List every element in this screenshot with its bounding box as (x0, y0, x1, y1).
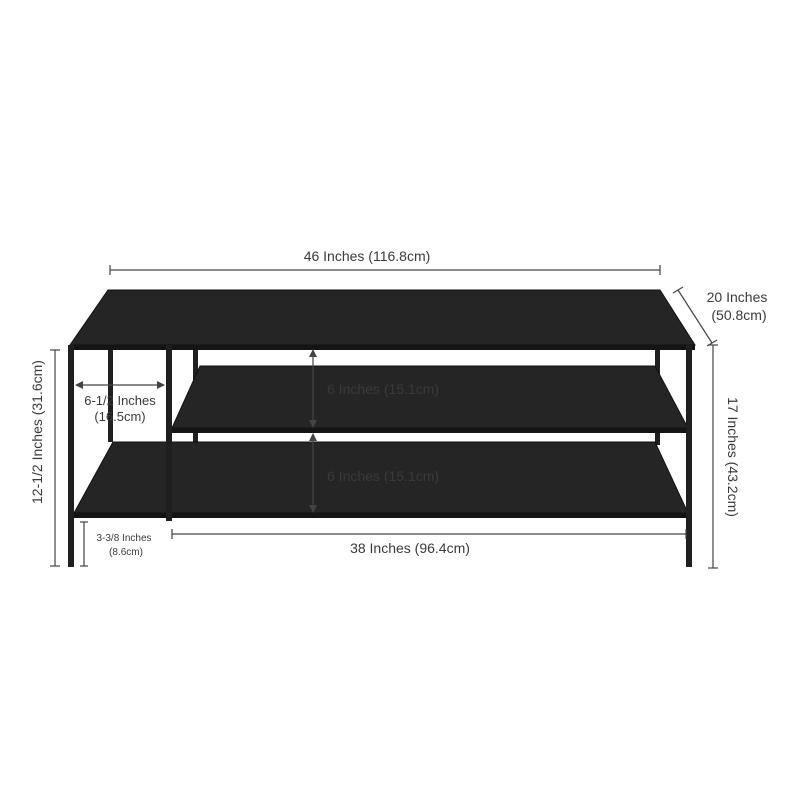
tv-stand-illustration (68, 289, 696, 567)
depth-dimension-line (677, 289, 713, 344)
depth-tick-top (672, 286, 684, 294)
upper-gap-label: 6 Inches (15.1cm) (327, 381, 439, 397)
inner-width-label: 38 Inches (96.4cm) (350, 540, 470, 556)
middle-shelf-edge (172, 428, 688, 433)
depth-label-line1: 20 Inches (707, 289, 768, 305)
front-leg-divider (166, 345, 172, 521)
overall-width-label: 46 Inches (116.8cm) (304, 248, 431, 264)
dimension-labels: 46 Inches (116.8cm) 20 Inches (50.8cm) 1… (29, 248, 767, 558)
depth-label-line2: (50.8cm) (711, 307, 766, 323)
back-leg-left (108, 350, 113, 442)
middle-shelf (171, 365, 689, 429)
dimension-lines (50, 265, 718, 569)
clearance-label-line2: (8.6cm) (109, 547, 143, 558)
front-leg-right (686, 345, 692, 567)
front-leg-left (68, 345, 74, 567)
side-width-label-line2: (16.5cm) (94, 409, 145, 424)
lower-gap-label: 6 Inches (15.1cm) (327, 468, 439, 484)
bottom-shelf-edge (74, 513, 688, 518)
clearance-label-line1: 3-3/8 Inches (96, 533, 151, 544)
overall-height-label: 17 Inches (43.2cm) (725, 397, 741, 517)
top-shelf (69, 289, 696, 346)
side-width-label-line1: 6-1/2 Inches (84, 393, 156, 408)
top-shelf-edge (70, 345, 695, 350)
side-height-label: 12-1/2 Inches (31.6cm) (29, 360, 45, 504)
